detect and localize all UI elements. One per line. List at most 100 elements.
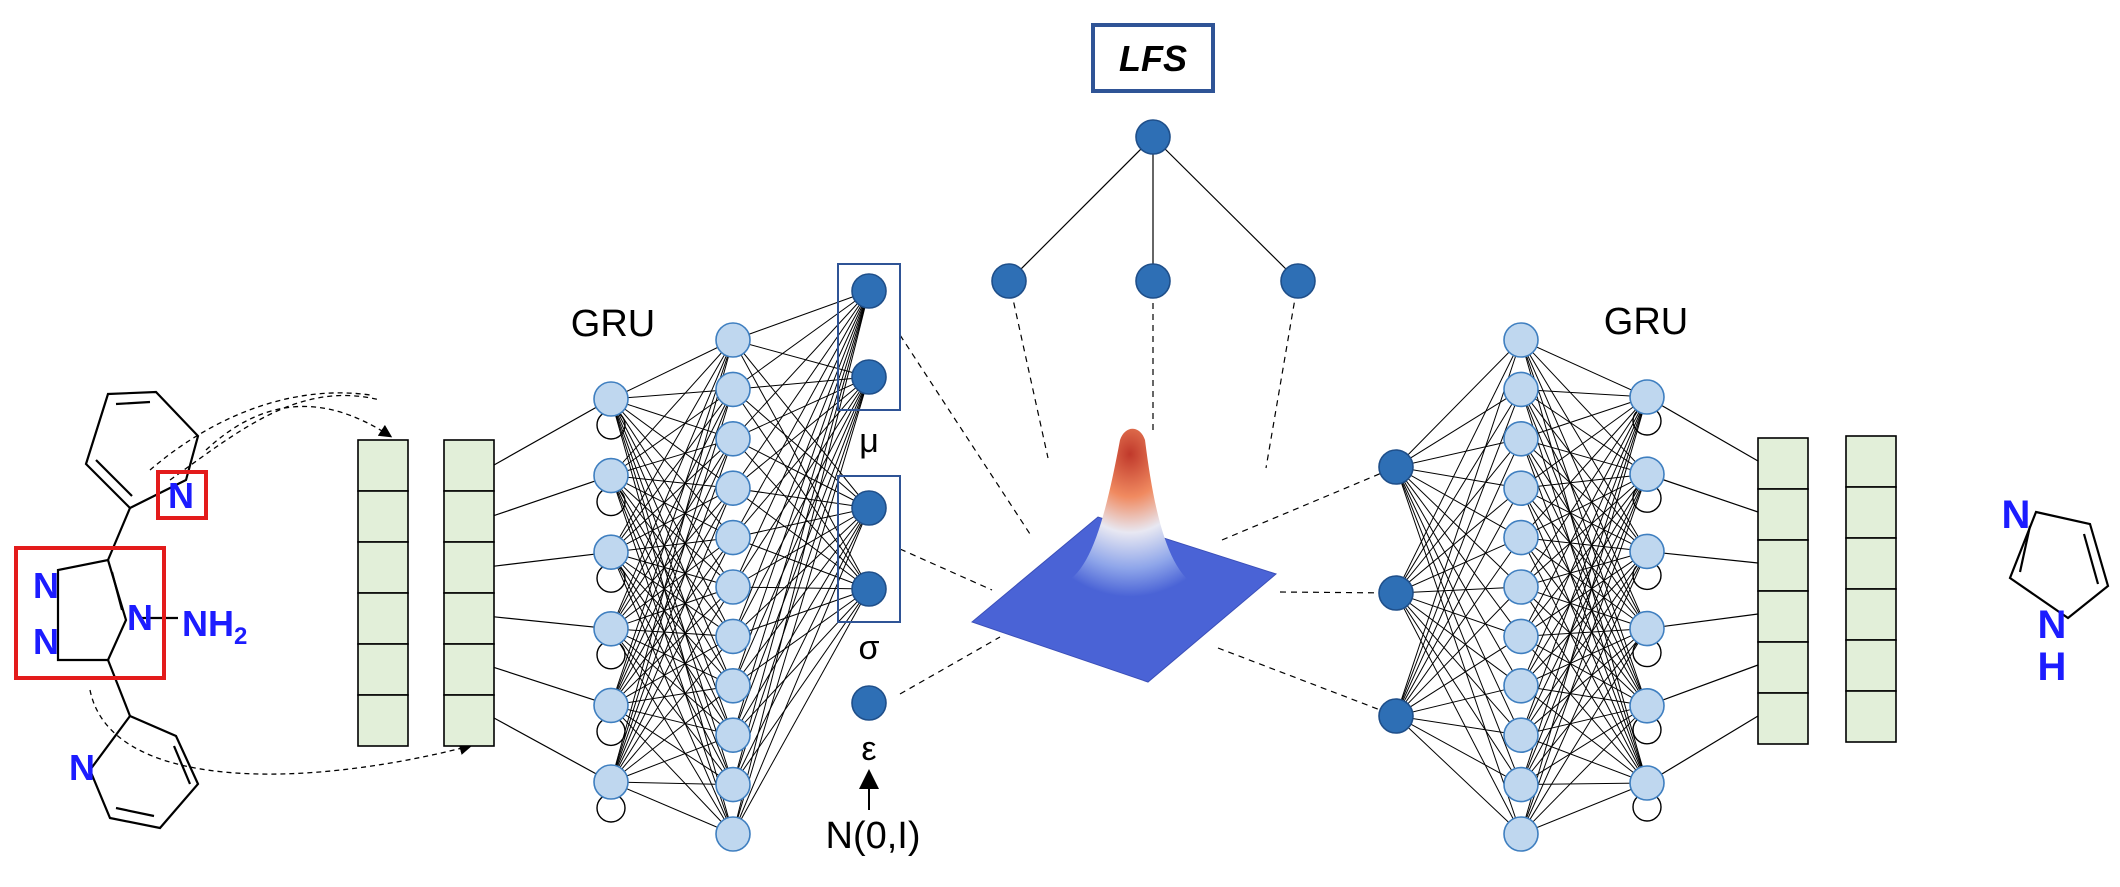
decoder-dense-gru-link: [1520, 487, 1648, 629]
decoder-dense-gru-link: [1520, 473, 1648, 687]
encoder-dense-latent-link: [732, 588, 870, 785]
decoder-dense-gru-link: [1520, 734, 1648, 784]
input-atom-labels: N N N N NH2 N: [33, 475, 247, 788]
encoder-dense-latent-link: [732, 290, 870, 440]
decoder-dense-gru-link: [1520, 685, 1648, 784]
lfs-dotted-link: [1265, 280, 1299, 469]
decoder-dense-gru-link: [1520, 389, 1648, 629]
gaussian-base: [970, 516, 1278, 683]
encoder-dense-latent-link: [732, 290, 870, 736]
encoder-gru-node: [593, 534, 629, 571]
decoder-final-cell: [1845, 690, 1897, 743]
encoder-dense-latent-link: [732, 376, 870, 440]
decoder-input-dense-link: [1395, 438, 1522, 717]
encoder-gru-dense-link: [610, 389, 734, 783]
decoder-input-dense-link: [1395, 685, 1522, 717]
molecule-mapping-arrow: [205, 405, 393, 451]
encoder-gru-dense-link: [610, 551, 734, 785]
decoder-dense-gru-link: [1520, 339, 1648, 784]
encoder-embedding-cell: [443, 439, 495, 492]
encoder-gru-dense-link: [610, 475, 734, 835]
encoder-gru-dense-link: [610, 339, 734, 553]
encoder-gru-dense-link: [610, 388, 734, 400]
atom-n-top: N: [2002, 493, 2031, 537]
decoder-dense-gru-link: [1520, 551, 1648, 687]
mu-frame: [837, 263, 901, 411]
decoder-dense-gru-link: [1520, 396, 1648, 736]
sigma-label: σ: [859, 629, 880, 667]
encoder-gru-dense-link: [610, 339, 734, 706]
atom-pyridine2-n: N: [69, 747, 95, 788]
encoder-gru-dense-link: [610, 635, 734, 706]
gaussian-peak: [1060, 428, 1200, 597]
encoder-dense-latent-link: [732, 290, 870, 489]
decoder-input-node: [1378, 575, 1414, 611]
decoder-output-cell: [1757, 539, 1809, 592]
decoder-output-link: [1646, 550, 1759, 564]
encoder-dense-latent-link: [732, 376, 870, 390]
encoder-dense-latent-link: [732, 487, 870, 509]
decoder-input-node: [1378, 449, 1414, 485]
encoder-gru-dense-link: [610, 398, 734, 489]
decoder-gru-node: [1629, 687, 1665, 724]
decoder-dense-node: [1503, 420, 1539, 457]
encoder-dense-latent-link: [732, 339, 870, 378]
decoder-input-dense-link: [1395, 592, 1522, 687]
encoder-gru-dense-link: [610, 628, 734, 785]
decoder-input-dense-link: [1395, 438, 1522, 468]
encoder-gru-dense-link: [610, 551, 734, 736]
decoder-input-dense-link: [1395, 592, 1522, 785]
decoder-dense-gru-link: [1520, 339, 1648, 706]
decoder-dense-gru-link: [1520, 339, 1648, 475]
encoder-dense-node: [715, 519, 751, 556]
decoder-final-cell: [1845, 588, 1897, 641]
decoder-dense-gru-link: [1520, 396, 1648, 489]
encoder-gru-dense-link: [610, 339, 734, 400]
encoder-gru-dense-link: [610, 628, 734, 736]
encoder-dense-latent-link: [732, 376, 870, 835]
epsilon-label: ε: [861, 730, 876, 768]
decoder-dense-gru-link: [1520, 550, 1648, 588]
encoder-gru-dense-link: [610, 487, 734, 630]
atom-triazole-n2: N: [33, 621, 59, 662]
encoder-dense-latent-link: [732, 339, 870, 509]
decoder-dense-gru-link: [1520, 396, 1648, 588]
encoder-dense-latent-link: [732, 376, 870, 588]
decoder-dotted-link: [1279, 591, 1397, 594]
encoder-gru-dense-link: [610, 628, 734, 835]
encoder-gru-dense-link: [610, 551, 734, 687]
encoder-embedding-cell: [443, 643, 495, 696]
decoder-dense-node: [1503, 569, 1539, 605]
encoder-dense-latent-link: [732, 290, 870, 835]
encoder-gru-dense-link: [610, 398, 734, 686]
encoder-embedding-cell: [443, 490, 495, 543]
decoder-dense-gru-link: [1520, 628, 1648, 736]
decoder-input-dense-link: [1395, 339, 1522, 468]
decoder-input-dense-link: [1395, 487, 1522, 717]
decoder-dense-gru-link: [1520, 388, 1648, 398]
encoder-input-cell: [357, 490, 409, 543]
encoder-dense-latent-link: [732, 290, 870, 341]
encoder-dense-latent-link: [732, 376, 870, 736]
lfs-tree-link: [1152, 136, 1299, 282]
lfs-child-node: [991, 263, 1027, 299]
encoder-dense-latent-link: [732, 438, 870, 509]
decoder-dense-gru-link: [1520, 628, 1648, 637]
atom-amine: NH2: [182, 603, 247, 650]
lfs-root-node: [1135, 119, 1171, 155]
decoder-gru-node: [1629, 533, 1665, 570]
decoder-dense-gru-link: [1520, 586, 1648, 784]
encoder-gru-dense-link: [610, 339, 734, 629]
encoder-dense-latent-link: [732, 376, 870, 538]
encoder-gru-dense-link: [610, 628, 734, 687]
decoder-dense-gru-link: [1520, 339, 1648, 552]
encoder-dense-latent-link: [732, 507, 870, 736]
decoder-final-cell: [1845, 486, 1897, 539]
encoder-dense-node: [715, 667, 751, 704]
encoder-dense-latent-link: [732, 588, 870, 736]
decoder-dense-gru-link: [1520, 537, 1648, 552]
decoder-input-dense-link: [1395, 715, 1522, 786]
decoder-dense-gru-link: [1520, 389, 1648, 552]
mu-label: μ: [859, 422, 879, 460]
